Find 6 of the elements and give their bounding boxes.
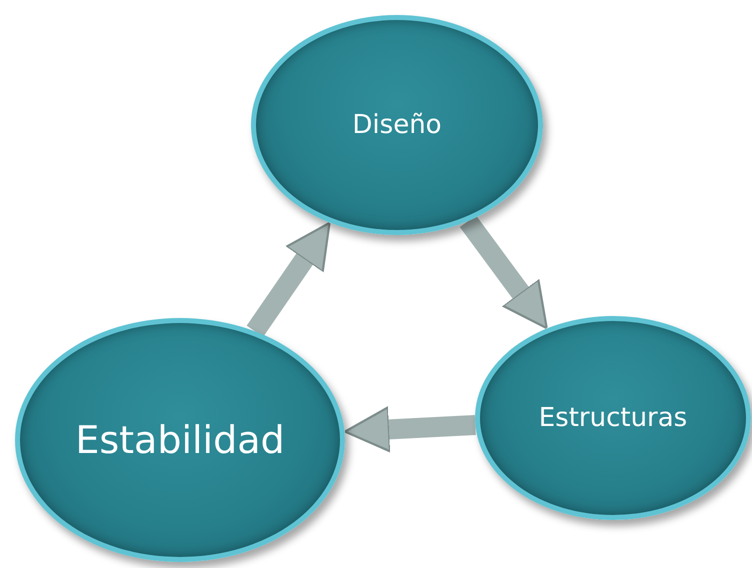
node-label: Estructuras bbox=[538, 403, 688, 433]
block-arrow bbox=[344, 406, 476, 452]
block-arrow bbox=[246, 222, 331, 337]
node-label: Diseño bbox=[352, 110, 442, 140]
node-label: Estabilidad bbox=[75, 418, 285, 462]
block-arrow bbox=[460, 215, 548, 330]
